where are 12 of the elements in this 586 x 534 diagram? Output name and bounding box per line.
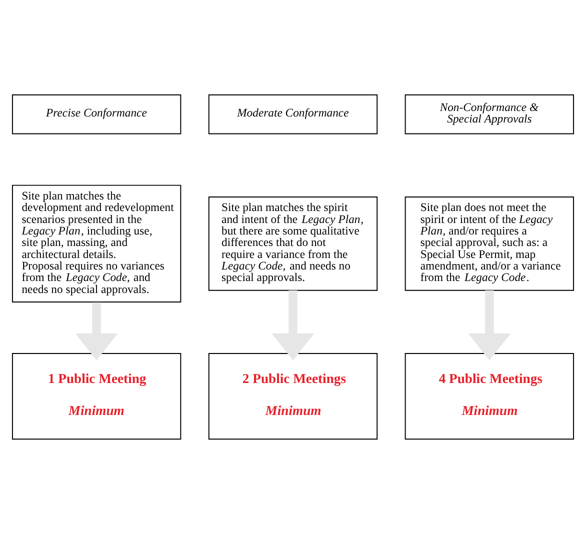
node-box: 1 Public Meeting Minimum (12, 353, 182, 440)
node-box: Site plan does not meet the spirit or intent of the Legacy Plan, and/or requires a special approval, such as: a Special Use Permit, map amendment, and/or a variance from the Legacy Code. (404, 196, 574, 291)
arrow (468, 290, 511, 360)
node-box: Site plan matches the spirit and intent of the Legacy Plan, but there are some qualitative differences that do not require a variance from the Legacy Code, and needs no special approvals. (208, 196, 378, 291)
node-box: 4 Public Meetings Minimum (404, 353, 574, 440)
node-box: Precise Conformance (12, 94, 182, 134)
arrow (272, 290, 314, 360)
node-box: 2 Public Meetings Minimum (208, 353, 378, 440)
arrow (75, 302, 118, 360)
node-box: Moderate Conformance (208, 94, 378, 134)
node-box: Site plan matches the development and redevelopment scenarios presented in the Legacy Plan, including use, site plan, massing, and architectural details. Proposal requires no variances from the Legacy Code, and needs no special approvals. (12, 184, 182, 302)
node-box: Non-Conformance & Special Approvals (404, 94, 574, 134)
